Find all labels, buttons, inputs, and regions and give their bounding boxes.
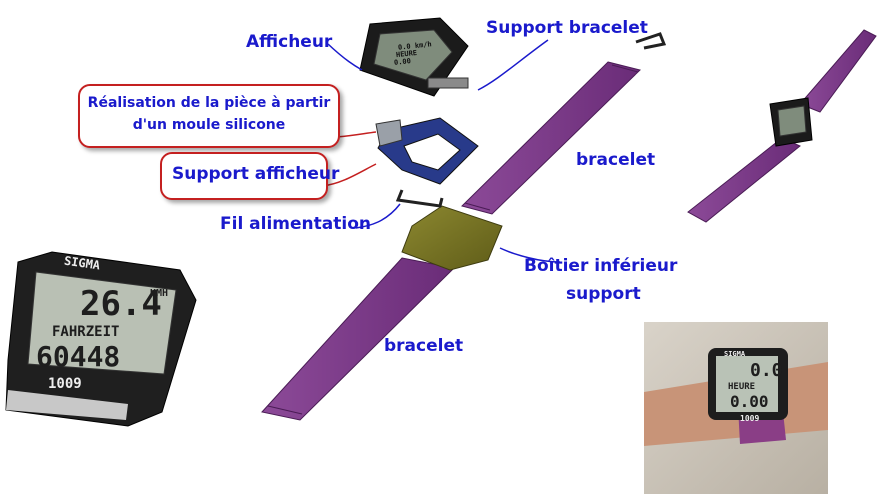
label-support-afficheur: Support afficheur <box>172 164 340 184</box>
photo-watch-word: HEURE <box>728 382 756 392</box>
label-support-bracelet: Support bracelet <box>486 18 648 38</box>
device-unit: KMH <box>150 288 169 299</box>
upper-strap <box>461 61 641 215</box>
wrist-photo <box>644 322 828 494</box>
label-bracelet-bottom: bracelet <box>384 336 464 356</box>
label-fil-alimentation: Fil alimentation <box>220 214 371 234</box>
label-afficheur: Afficheur <box>246 32 333 52</box>
device-model: 1009 <box>48 376 82 392</box>
leader-lines <box>327 39 561 263</box>
assembled-watch <box>687 29 877 223</box>
lower-case <box>401 205 503 271</box>
strap-bracket <box>635 32 667 50</box>
callout-realisation: Réalisation de la pièce à partir d'un mo… <box>78 84 340 148</box>
label-boitier-line2: support <box>566 284 641 304</box>
callout-realisation-line1: Réalisation de la pièce à partir <box>87 95 331 111</box>
photo-watch-value-bottom: 0.00 <box>730 392 769 411</box>
photo-watch-value-top: 0.0 <box>750 360 783 381</box>
device-label-word: FAHRZEIT <box>52 324 120 340</box>
label-boitier-line1: Boîtier inférieur <box>524 256 678 276</box>
display-unit <box>359 17 469 97</box>
device-time: 60448 <box>36 340 121 373</box>
power-wire <box>395 189 444 208</box>
callout-realisation-line2: d'un moule silicone <box>132 117 286 133</box>
device-speed: 26.4 <box>80 284 162 324</box>
photo-watch-model: 1009 <box>740 414 760 423</box>
photo-watch-brand: SIGMA <box>724 350 746 358</box>
sigma-device <box>5 251 197 427</box>
label-bracelet-top: bracelet <box>576 150 656 170</box>
display-holder <box>375 117 479 185</box>
callout-support-afficheur: Support afficheur <box>160 152 339 200</box>
